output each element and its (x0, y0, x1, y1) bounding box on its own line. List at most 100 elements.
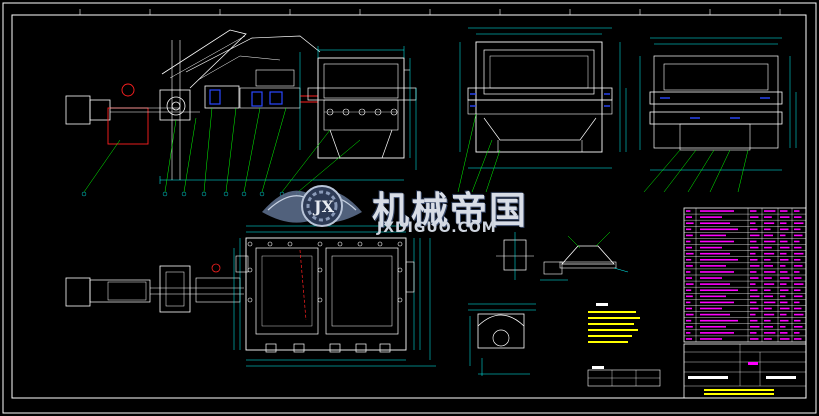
parts-cell-text (700, 228, 738, 231)
parts-cell-text (794, 258, 801, 261)
parts-cell-text (764, 283, 775, 285)
parts-cell-text (764, 332, 776, 334)
parts-cell-text (780, 210, 788, 212)
parts-cell-text (750, 301, 757, 304)
parts-cell-text (686, 265, 693, 267)
parts-cell-text (764, 301, 776, 304)
side-view-right (639, 37, 797, 193)
parts-cell-text (686, 307, 692, 310)
parts-cell-text (764, 210, 776, 212)
parts-cell-text (686, 240, 691, 243)
parts-cell-text (750, 319, 758, 322)
parts-cell-text (686, 301, 691, 304)
parts-cell-text (764, 246, 772, 249)
parts-cell-text (686, 271, 691, 273)
parts-cell-text (750, 240, 757, 243)
parts-cell-text (700, 210, 734, 212)
parts-cell-text (764, 319, 771, 322)
parts-cell-text (780, 265, 786, 267)
parts-cell-text (686, 252, 694, 255)
parts-cell-text (794, 252, 804, 255)
parts-cell-text (700, 319, 738, 322)
parts-cell-text (750, 338, 759, 340)
parts-cell-text (750, 332, 757, 334)
parts-cell-text (780, 252, 787, 255)
watermark-chinese-text: 机械帝国 (372, 189, 528, 232)
front-elevation-view (65, 29, 417, 197)
watermark-english-text: JXDIGUO.COM (377, 220, 497, 236)
parts-cell-text (780, 271, 788, 273)
parts-cell-text (686, 234, 693, 237)
parts-cell-text (750, 246, 759, 249)
parts-cell-text (794, 234, 803, 237)
parts-cell-text (794, 216, 802, 218)
parts-cell-text (750, 325, 760, 328)
parts-cell-text (750, 228, 758, 231)
parts-cell-text (700, 307, 722, 310)
parts-cell-text (750, 307, 759, 310)
parts-cell-text (750, 222, 756, 225)
parts-cell-text (700, 246, 722, 249)
parts-cell-text (700, 240, 734, 243)
parts-cell-text (686, 295, 693, 298)
parts-cell-text (686, 210, 691, 212)
parts-cell-text (780, 216, 790, 218)
parts-cell-text (686, 319, 692, 322)
parts-cell-text (780, 240, 788, 243)
parts-cell-text (750, 252, 756, 255)
parts-cell-text (794, 222, 804, 225)
parts-cell-text (686, 338, 692, 340)
parts-cell-text (700, 234, 726, 237)
parts-cell-text (780, 289, 789, 292)
inner-border (11, 14, 807, 399)
title-block (587, 343, 807, 399)
parts-cell-text (794, 307, 802, 310)
parts-cell-text (750, 265, 760, 267)
parts-cell-text (700, 283, 730, 285)
parts-cell-text (686, 283, 694, 285)
parts-cell-text (794, 210, 800, 212)
parts-cell-text (764, 295, 773, 298)
parts-cell-text (686, 289, 692, 292)
parts-cell-text (700, 265, 726, 267)
watermark-logo (262, 185, 362, 227)
parts-cell-text (794, 277, 802, 279)
parts-cell-text (686, 246, 692, 249)
parts-cell-text (700, 252, 730, 255)
parts-cell-text (700, 222, 730, 225)
parts-cell-text (794, 246, 802, 249)
parts-cell-text (686, 277, 692, 279)
parts-cell-text (686, 258, 692, 261)
gearbox-red (107, 107, 149, 145)
parts-cell-text (794, 295, 803, 298)
gate-body-front (317, 57, 405, 159)
parts-cell-text (764, 228, 771, 231)
parts-cell-text (686, 332, 691, 334)
parts-cell-text (780, 228, 789, 231)
parts-cell-text (780, 332, 788, 334)
parts-cell-text (750, 283, 756, 285)
parts-cell-text (780, 338, 790, 340)
parts-cell-text (764, 271, 776, 273)
parts-cell-text (780, 319, 789, 322)
parts-cell-text (686, 325, 693, 328)
parts-cell-text (794, 325, 803, 328)
parts-cell-text (700, 295, 726, 298)
parts-cell-text (780, 258, 789, 261)
parts-cell-text (700, 216, 722, 218)
motor-block (65, 95, 91, 125)
parts-cell-text (780, 313, 787, 316)
parts-cell-text (764, 216, 772, 218)
side-view-middle (457, 27, 627, 193)
parts-cell-text (700, 289, 738, 292)
parts-cell-text (764, 277, 772, 279)
parts-cell-text (750, 313, 756, 316)
parts-cell-text (780, 301, 788, 304)
plan-view (65, 225, 436, 367)
parts-cell-text (686, 222, 694, 225)
parts-cell-text (764, 313, 775, 316)
watermark-logo-letters: JX (314, 197, 334, 216)
parts-cell-text (750, 289, 758, 292)
parts-cell-text (686, 313, 694, 316)
